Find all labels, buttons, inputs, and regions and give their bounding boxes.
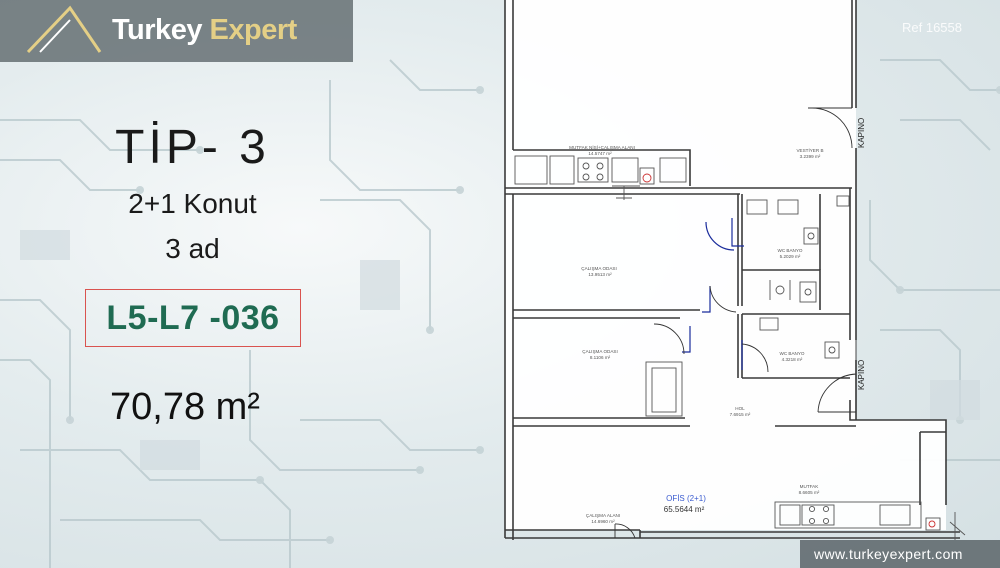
room-name-study-2: ÇALIŞMA ODASI	[582, 349, 618, 354]
room-name-vestiyer: VESTİYER B	[796, 147, 823, 153]
room-area-bath-1: 5.2029 m²	[780, 254, 801, 259]
room-area-kitchen: 8.6605 m²	[799, 490, 820, 495]
floor-plan: MUTFAK NİŞİ+ÇALIŞMA ALANI 14.5747 m² VES…	[504, 0, 966, 540]
office-area: 65.5644 m²	[664, 505, 705, 514]
room-name-bath-2: WC BANYO	[779, 351, 804, 356]
office-label: OFİS (2+1)	[666, 494, 706, 503]
room-name-work-area: ÇALIŞMA ALANI	[586, 513, 620, 518]
room-area-hall: 7.6915 m²	[730, 412, 751, 417]
brand-logo[interactable]: Turkey Expert	[112, 14, 297, 47]
unit-count: 3 ad	[165, 233, 220, 264]
logo-roof-icon	[26, 5, 102, 54]
room-area-bath-2: 4.3218 m²	[782, 357, 803, 362]
room-area-vestiyer: 3.2399 m²	[800, 154, 821, 159]
room-name-bath-1: WC BANYO	[777, 248, 802, 253]
room-name-study-1: ÇALIŞMA ODASI	[581, 266, 617, 271]
reference-number: Ref 16558	[902, 20, 962, 35]
unit-type-title: TİP- 3	[115, 121, 270, 174]
room-area-study-2: 8.1106 m²	[590, 355, 611, 360]
room-name-kitchen: MUTFAK	[800, 484, 820, 489]
website-link[interactable]: www.turkeyexpert.com	[814, 546, 963, 562]
room-area-kitchen-niche: 14.5747 m²	[588, 151, 612, 156]
unit-layout: 2+1 Konut	[128, 188, 257, 219]
room-area-study-1: 13.9513 m²	[588, 272, 612, 277]
brand-name-part1: Turkey	[112, 14, 202, 46]
brand-name-part2: Expert	[209, 14, 298, 46]
entrance-label-top: KAPINO	[857, 118, 866, 148]
unit-code: L5-L7 -036	[106, 298, 280, 337]
unit-area: 70,78 m²	[110, 386, 260, 428]
room-area-work-area: 14.6960 m²	[591, 519, 615, 524]
room-name-hall: HOL	[735, 406, 745, 411]
entrance-label-bottom: KAPINO	[857, 360, 866, 390]
room-name-kitchen-niche: MUTFAK NİŞİ+ÇALIŞMA ALANI	[569, 144, 635, 150]
website-banner	[800, 540, 1000, 568]
unit-code-box: L5-L7 -036	[85, 289, 301, 347]
